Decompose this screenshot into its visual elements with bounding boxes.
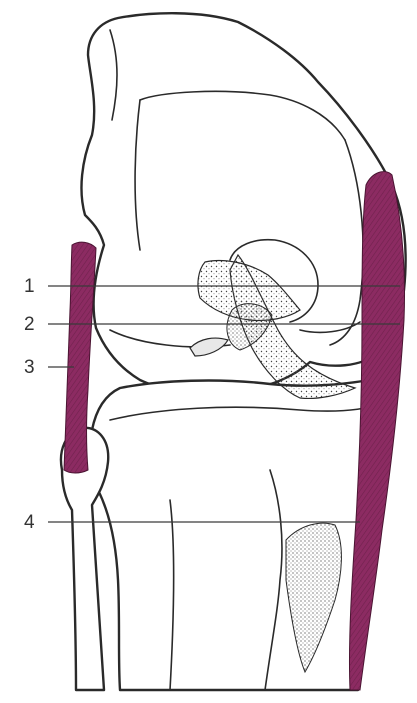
tibia-outline: [91, 378, 390, 690]
callout-4-label: 4: [24, 512, 35, 533]
callout-3-label: 3: [24, 357, 35, 378]
callout-1-label: 1: [24, 276, 35, 297]
callout-2-label: 2: [24, 314, 35, 335]
